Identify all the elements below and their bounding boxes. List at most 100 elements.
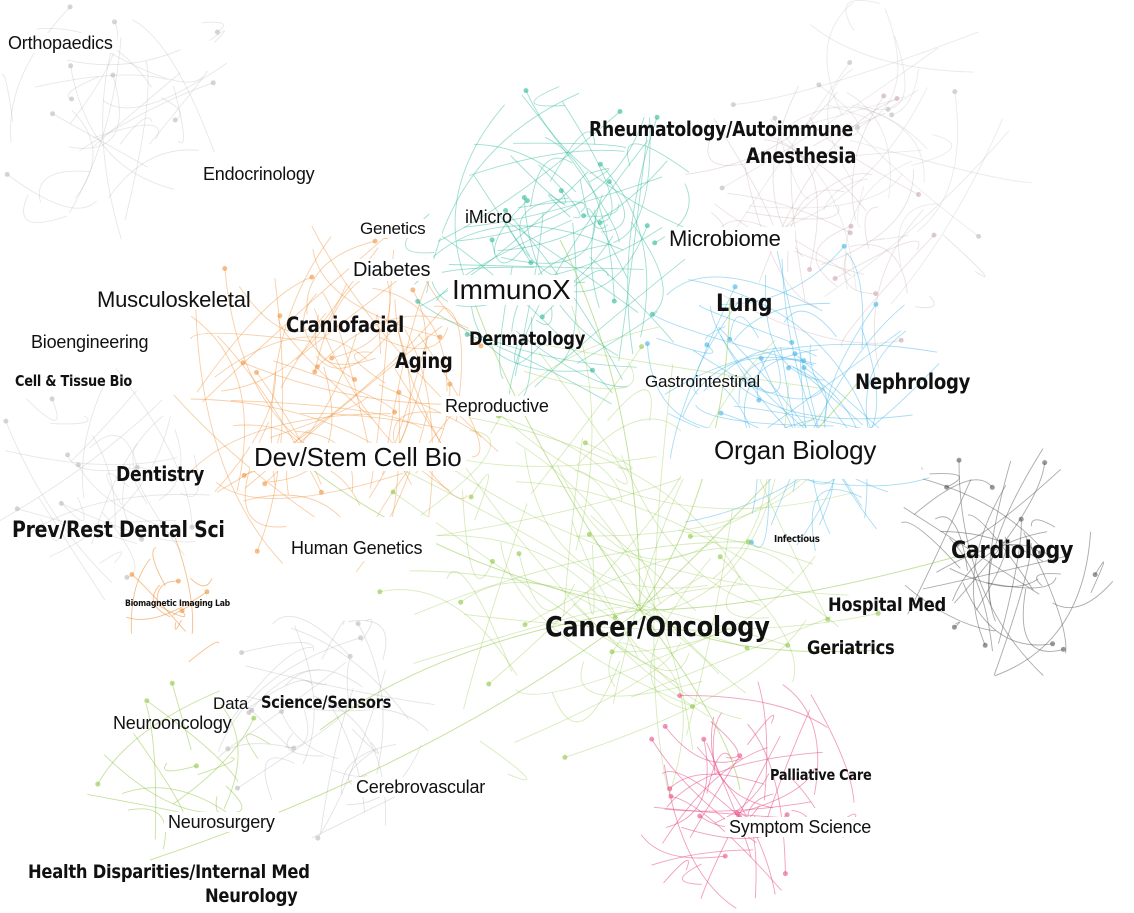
network-node	[193, 763, 199, 769]
network-edge	[173, 717, 255, 805]
network-edge	[949, 567, 1039, 588]
network-edge	[197, 757, 235, 776]
network-node	[898, 337, 904, 343]
network-edge	[284, 710, 309, 748]
network-node	[134, 464, 140, 470]
network-node	[854, 125, 860, 130]
network-edge	[827, 68, 854, 183]
network-edge	[765, 709, 811, 822]
network-edge	[214, 336, 368, 378]
network-node	[329, 355, 335, 361]
network-edge	[17, 508, 138, 545]
network-edge	[506, 223, 586, 283]
network-edge	[322, 292, 373, 465]
label-hospital-med: Hospital Med	[828, 594, 946, 616]
network-edge	[810, 694, 855, 803]
network-node	[785, 642, 791, 648]
network-node	[410, 287, 416, 293]
network-node	[597, 220, 603, 226]
network-edge	[844, 160, 913, 290]
network-node	[279, 709, 284, 715]
network-edge	[857, 186, 865, 228]
network-edge	[409, 570, 788, 646]
network-node	[112, 19, 117, 25]
network-node	[701, 736, 707, 742]
network-edge	[790, 145, 806, 301]
network-edge	[600, 163, 648, 338]
network-node	[65, 452, 71, 458]
network-edge	[704, 326, 726, 340]
network-edge	[156, 580, 179, 605]
network-edge	[448, 264, 644, 270]
network-edge	[122, 464, 142, 540]
label-prev-rest-dental-sci: Prev/Rest Dental Sci	[12, 518, 225, 543]
network-edge	[988, 448, 1044, 606]
network-edge	[692, 349, 825, 400]
label-palliative-care: Palliative Care	[770, 766, 872, 784]
network-node	[352, 377, 358, 382]
network-edge	[209, 30, 225, 43]
network-edge	[174, 537, 194, 634]
label-microbiome: Microbiome	[665, 227, 795, 251]
network-edge	[93, 72, 181, 147]
network-edge	[576, 418, 698, 466]
network-node	[246, 710, 252, 716]
network-edge	[524, 449, 708, 589]
network-edge	[181, 413, 391, 483]
network-node	[784, 812, 790, 818]
network-edge	[727, 192, 851, 234]
network-edge	[913, 479, 993, 516]
network-edge	[1023, 532, 1067, 654]
network-node	[789, 340, 795, 345]
network-node	[873, 301, 879, 307]
network-node	[75, 462, 81, 468]
network-node	[734, 810, 740, 816]
network-edge	[510, 155, 566, 204]
network-edge	[313, 695, 387, 826]
network-edge	[650, 558, 711, 710]
network-edge	[545, 136, 615, 302]
network-edge	[845, 252, 864, 349]
network-edge	[281, 711, 338, 760]
network-edge	[787, 189, 845, 273]
label-craniofacial: Craniofacial	[286, 313, 405, 337]
network-edge	[745, 205, 840, 220]
network-edge	[695, 404, 834, 427]
network-node	[318, 489, 324, 495]
network-node	[1092, 572, 1098, 578]
network-node	[825, 616, 831, 622]
network-edge	[10, 6, 71, 143]
network-node	[14, 506, 20, 512]
network-edge	[976, 536, 1008, 611]
label-immunox: ImmunoX	[448, 275, 575, 305]
label-aging: Aging	[395, 349, 453, 373]
network-edge	[755, 131, 857, 291]
network-edge	[973, 484, 1007, 646]
network-edge	[435, 219, 572, 302]
network-edge	[586, 208, 628, 279]
network-node	[606, 179, 612, 185]
network-edge	[666, 751, 823, 808]
network-node	[254, 548, 260, 554]
network-edge	[306, 240, 376, 315]
network-node	[841, 243, 847, 249]
network-edge	[681, 863, 702, 885]
network-edge	[470, 417, 743, 583]
network-edge	[849, 139, 1032, 184]
network-edge	[299, 459, 641, 611]
network-edge	[654, 183, 690, 244]
network-edge	[901, 521, 961, 569]
network-edge	[929, 473, 960, 488]
network-node	[447, 381, 453, 387]
network-edge	[556, 465, 712, 560]
network-edge	[523, 361, 634, 390]
network-edge	[346, 658, 351, 699]
network-edge	[685, 91, 838, 175]
network-edge	[511, 243, 612, 332]
network-edge	[40, 518, 60, 542]
network-edge	[743, 350, 781, 394]
network-edge	[256, 278, 284, 552]
label-anesthesia: Anesthesia	[746, 144, 857, 168]
network-edge	[733, 31, 979, 106]
network-edge	[669, 773, 765, 790]
